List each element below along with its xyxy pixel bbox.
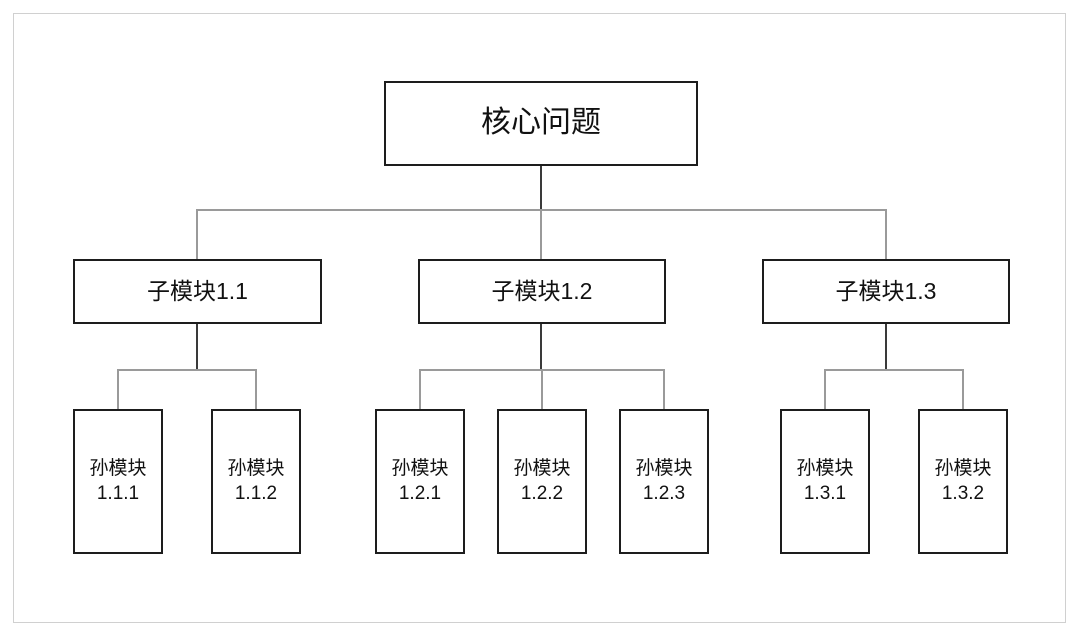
connector-drop-submodule-1-2 — [540, 209, 542, 259]
node-grandchild-1-3-2[interactable]: 孙模块 1.3.2 — [918, 409, 1008, 554]
node-grandchild-1-1-1[interactable]: 孙模块 1.1.1 — [73, 409, 163, 554]
connector-drop-grandchild-1-2-1 — [419, 369, 421, 410]
connector-stem-submodule-1-3 — [885, 324, 887, 370]
node-grandchild-1-2-3[interactable]: 孙模块 1.2.3 — [619, 409, 709, 554]
node-submodule-1-1[interactable]: 子模块1.1 — [73, 259, 322, 324]
connector-root-stem — [540, 166, 542, 211]
node-grandchild-1-1-2[interactable]: 孙模块 1.1.2 — [211, 409, 301, 554]
connector-bus-submodule-1-3 — [824, 369, 963, 371]
node-grandchild-1-3-1[interactable]: 孙模块 1.3.1 — [780, 409, 870, 554]
connector-drop-submodule-1-1 — [196, 209, 198, 259]
node-submodule-1-2[interactable]: 子模块1.2 — [418, 259, 666, 324]
node-grandchild-1-2-2[interactable]: 孙模块 1.2.2 — [497, 409, 587, 554]
node-grandchild-1-2-1[interactable]: 孙模块 1.2.1 — [375, 409, 465, 554]
connector-stem-submodule-1-1 — [196, 324, 198, 370]
connector-drop-submodule-1-3 — [885, 209, 887, 259]
connector-bus-submodule-1-1 — [117, 369, 256, 371]
connector-drop-grandchild-1-3-1 — [824, 369, 826, 410]
connector-drop-grandchild-1-3-2 — [962, 369, 964, 410]
connector-drop-grandchild-1-2-3 — [663, 369, 665, 410]
node-submodule-1-3[interactable]: 子模块1.3 — [762, 259, 1010, 324]
connector-drop-grandchild-1-2-2 — [541, 369, 543, 410]
node-root-core-problem[interactable]: 核心问题 — [384, 81, 698, 166]
connector-stem-submodule-1-2 — [540, 324, 542, 370]
connector-drop-grandchild-1-1-1 — [117, 369, 119, 410]
connector-drop-grandchild-1-1-2 — [255, 369, 257, 410]
